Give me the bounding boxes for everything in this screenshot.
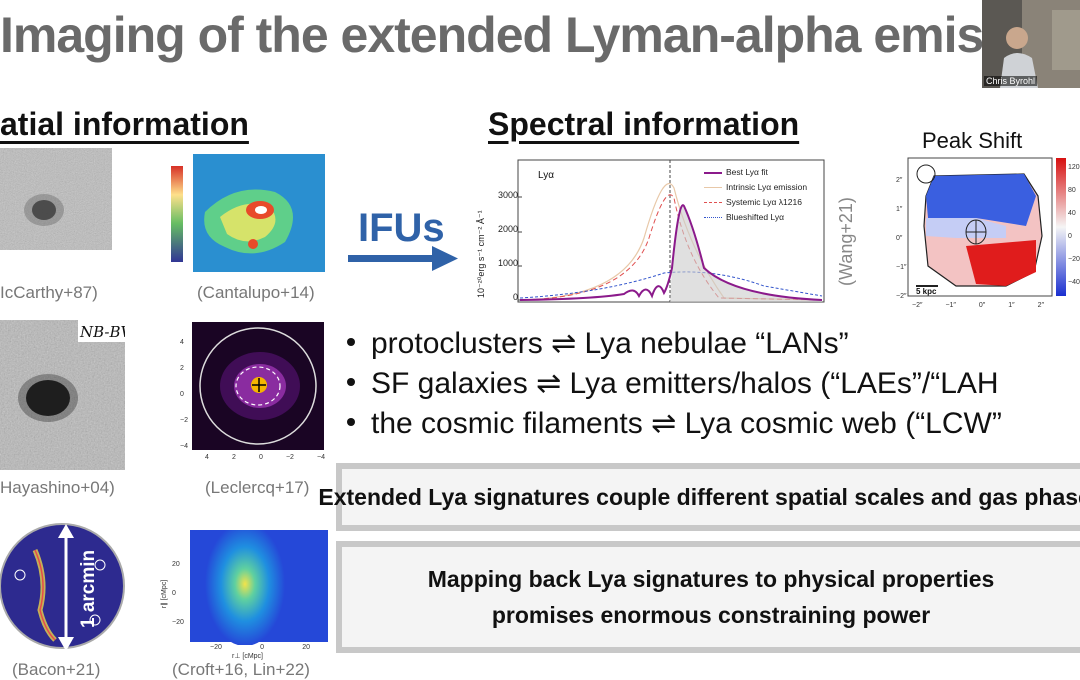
caption-cantalupo: (Cantalupo+14) xyxy=(197,283,315,302)
leclercq-xtick: 2 xyxy=(231,454,236,461)
ifus-label: IFUs xyxy=(358,206,445,250)
cantalupo-image xyxy=(165,152,327,274)
caption-hayashino: Hayashino+04) xyxy=(0,478,115,497)
statement-text-1: Extended Lya signatures couple different… xyxy=(318,483,1080,510)
peak-ytick: −2″ xyxy=(896,293,907,300)
peak-colorbar-tick: 0 xyxy=(1068,233,1072,240)
bullet-item: protoclusters ⇌ Lya nebulae “LANs” xyxy=(347,326,849,361)
spectrum-ytick: 0 xyxy=(512,292,518,302)
croft-ytick: 0 xyxy=(172,590,176,597)
bullet-text: protoclusters ⇌ Lya nebulae “LANs” xyxy=(371,327,849,360)
croft-xlabel: r⊥ [cMpc] xyxy=(232,653,263,660)
bacon-image: 1 arcmin xyxy=(0,523,125,651)
peak-colorbar-tick: 80 xyxy=(1068,187,1076,194)
croft-image xyxy=(190,530,328,645)
presenter-video[interactable]: Chris Byrohl xyxy=(982,0,1080,88)
statement-box-2: Mapping back Lya signatures to physical … xyxy=(336,541,1080,653)
peak-shift-map: 5 kpc xyxy=(907,157,1053,297)
spectrum-panel-label: Lyα xyxy=(538,170,554,181)
bullet-item: the cosmic filaments ⇌ Lya cosmic web (“… xyxy=(347,406,1002,441)
leclercq-ytick: 0 xyxy=(180,391,184,398)
legend-systemic: Systemic Lyα λ1216 xyxy=(726,197,802,207)
peak-ytick: 0″ xyxy=(896,235,903,242)
peak-xtick: 0″ xyxy=(978,302,986,309)
peak-xtick: 2″ xyxy=(1037,302,1044,309)
presenter-name: Chris Byrohl xyxy=(984,76,1038,86)
leclercq-xtick: 0 xyxy=(258,454,263,461)
peak-xtick: −1″ xyxy=(945,302,956,309)
slide-title: Imaging of the extended Lyman-alpha emis… xyxy=(0,7,1011,63)
peak-ytick: 2″ xyxy=(896,177,903,184)
peak-ytick: 1″ xyxy=(896,206,903,213)
leclercq-ytick: 4 xyxy=(180,339,184,346)
caption-wang: (Wang+21) xyxy=(836,197,856,286)
bullet-text: the cosmic filaments ⇌ Lya cosmic web (“… xyxy=(371,407,1002,440)
leclercq-xtick: −4 xyxy=(317,454,325,461)
peak-scale-label: 5 kpc xyxy=(916,287,937,296)
leclercq-image xyxy=(180,320,326,470)
spectrum-ytick: 1000 xyxy=(497,258,518,268)
leclercq-xtick: −2 xyxy=(285,454,294,461)
caption-bacon: (Bacon+21) xyxy=(12,660,101,679)
spectrum-ytick: 2000 xyxy=(497,224,518,234)
mccarthy-image xyxy=(0,148,112,250)
spectral-heading: Spectral information xyxy=(488,106,800,142)
caption-leclercq: (Leclercq+17) xyxy=(205,478,310,497)
leclercq-ytick: −2 xyxy=(180,417,188,424)
statement-text-2b: promises enormous constraining power xyxy=(491,602,931,628)
peak-colorbar xyxy=(1056,158,1066,296)
peak-xtick: −2″ xyxy=(912,302,923,309)
peak-xtick: 1″ xyxy=(1008,302,1015,309)
arcmin-label: 1 arcmin xyxy=(78,550,99,628)
peak-colorbar-tick: 120 xyxy=(1068,164,1080,171)
bullet-item: SF galaxies ⇌ Lya emitters/halos (“LAEs”… xyxy=(347,366,999,401)
spectrum-ytick: 3000 xyxy=(497,190,518,200)
nb-bv-label: NB-BV xyxy=(79,323,125,341)
peak-shift-label: Peak Shift xyxy=(922,128,1023,153)
statement-box-1: Extended Lya signatures couple different… xyxy=(318,463,1080,531)
croft-ytick: −20 xyxy=(172,619,184,626)
ifus-arrow-icon xyxy=(348,246,458,271)
peak-colorbar-tick: −40 xyxy=(1068,279,1080,286)
croft-xtick: −20 xyxy=(210,644,222,651)
croft-ylabel: r∥ [cMpc] xyxy=(161,579,169,609)
spectrum-ylabel: 10⁻²⁰erg s⁻¹ cm⁻² Å⁻¹ xyxy=(476,210,486,298)
croft-xtick: 20 xyxy=(302,644,310,651)
legend-intrinsic: Intrinsic Lyα emission xyxy=(726,182,808,192)
spectrum-legend: Best Lyα fit Intrinsic Lyα emission Syst… xyxy=(704,165,808,225)
bullet-text: SF galaxies ⇌ Lya emitters/halos (“LAEs”… xyxy=(371,367,999,400)
peak-ytick: −1″ xyxy=(896,264,907,271)
peak-colorbar-tick: −20 xyxy=(1068,256,1080,263)
spatial-heading: atial information xyxy=(0,106,249,142)
legend-blueshifted: Blueshifted Lyα xyxy=(726,212,784,222)
legend-best-fit: Best Lyα fit xyxy=(726,167,768,177)
croft-xtick: 0 xyxy=(260,644,264,651)
leclercq-ytick: 2 xyxy=(180,365,184,372)
croft-ytick: 20 xyxy=(172,561,180,568)
caption-mccarthy: IcCarthy+87) xyxy=(0,283,98,302)
leclercq-xtick: 4 xyxy=(205,454,209,461)
leclercq-ytick: −4 xyxy=(180,443,188,450)
presenter-image xyxy=(982,0,1080,88)
caption-croft: (Croft+16, Lin+22) xyxy=(172,660,310,679)
statement-text-2a: Mapping back Lya signatures to physical … xyxy=(427,566,995,592)
hayashino-image: NB-BV xyxy=(0,320,125,470)
peak-colorbar-tick: 40 xyxy=(1068,210,1076,217)
